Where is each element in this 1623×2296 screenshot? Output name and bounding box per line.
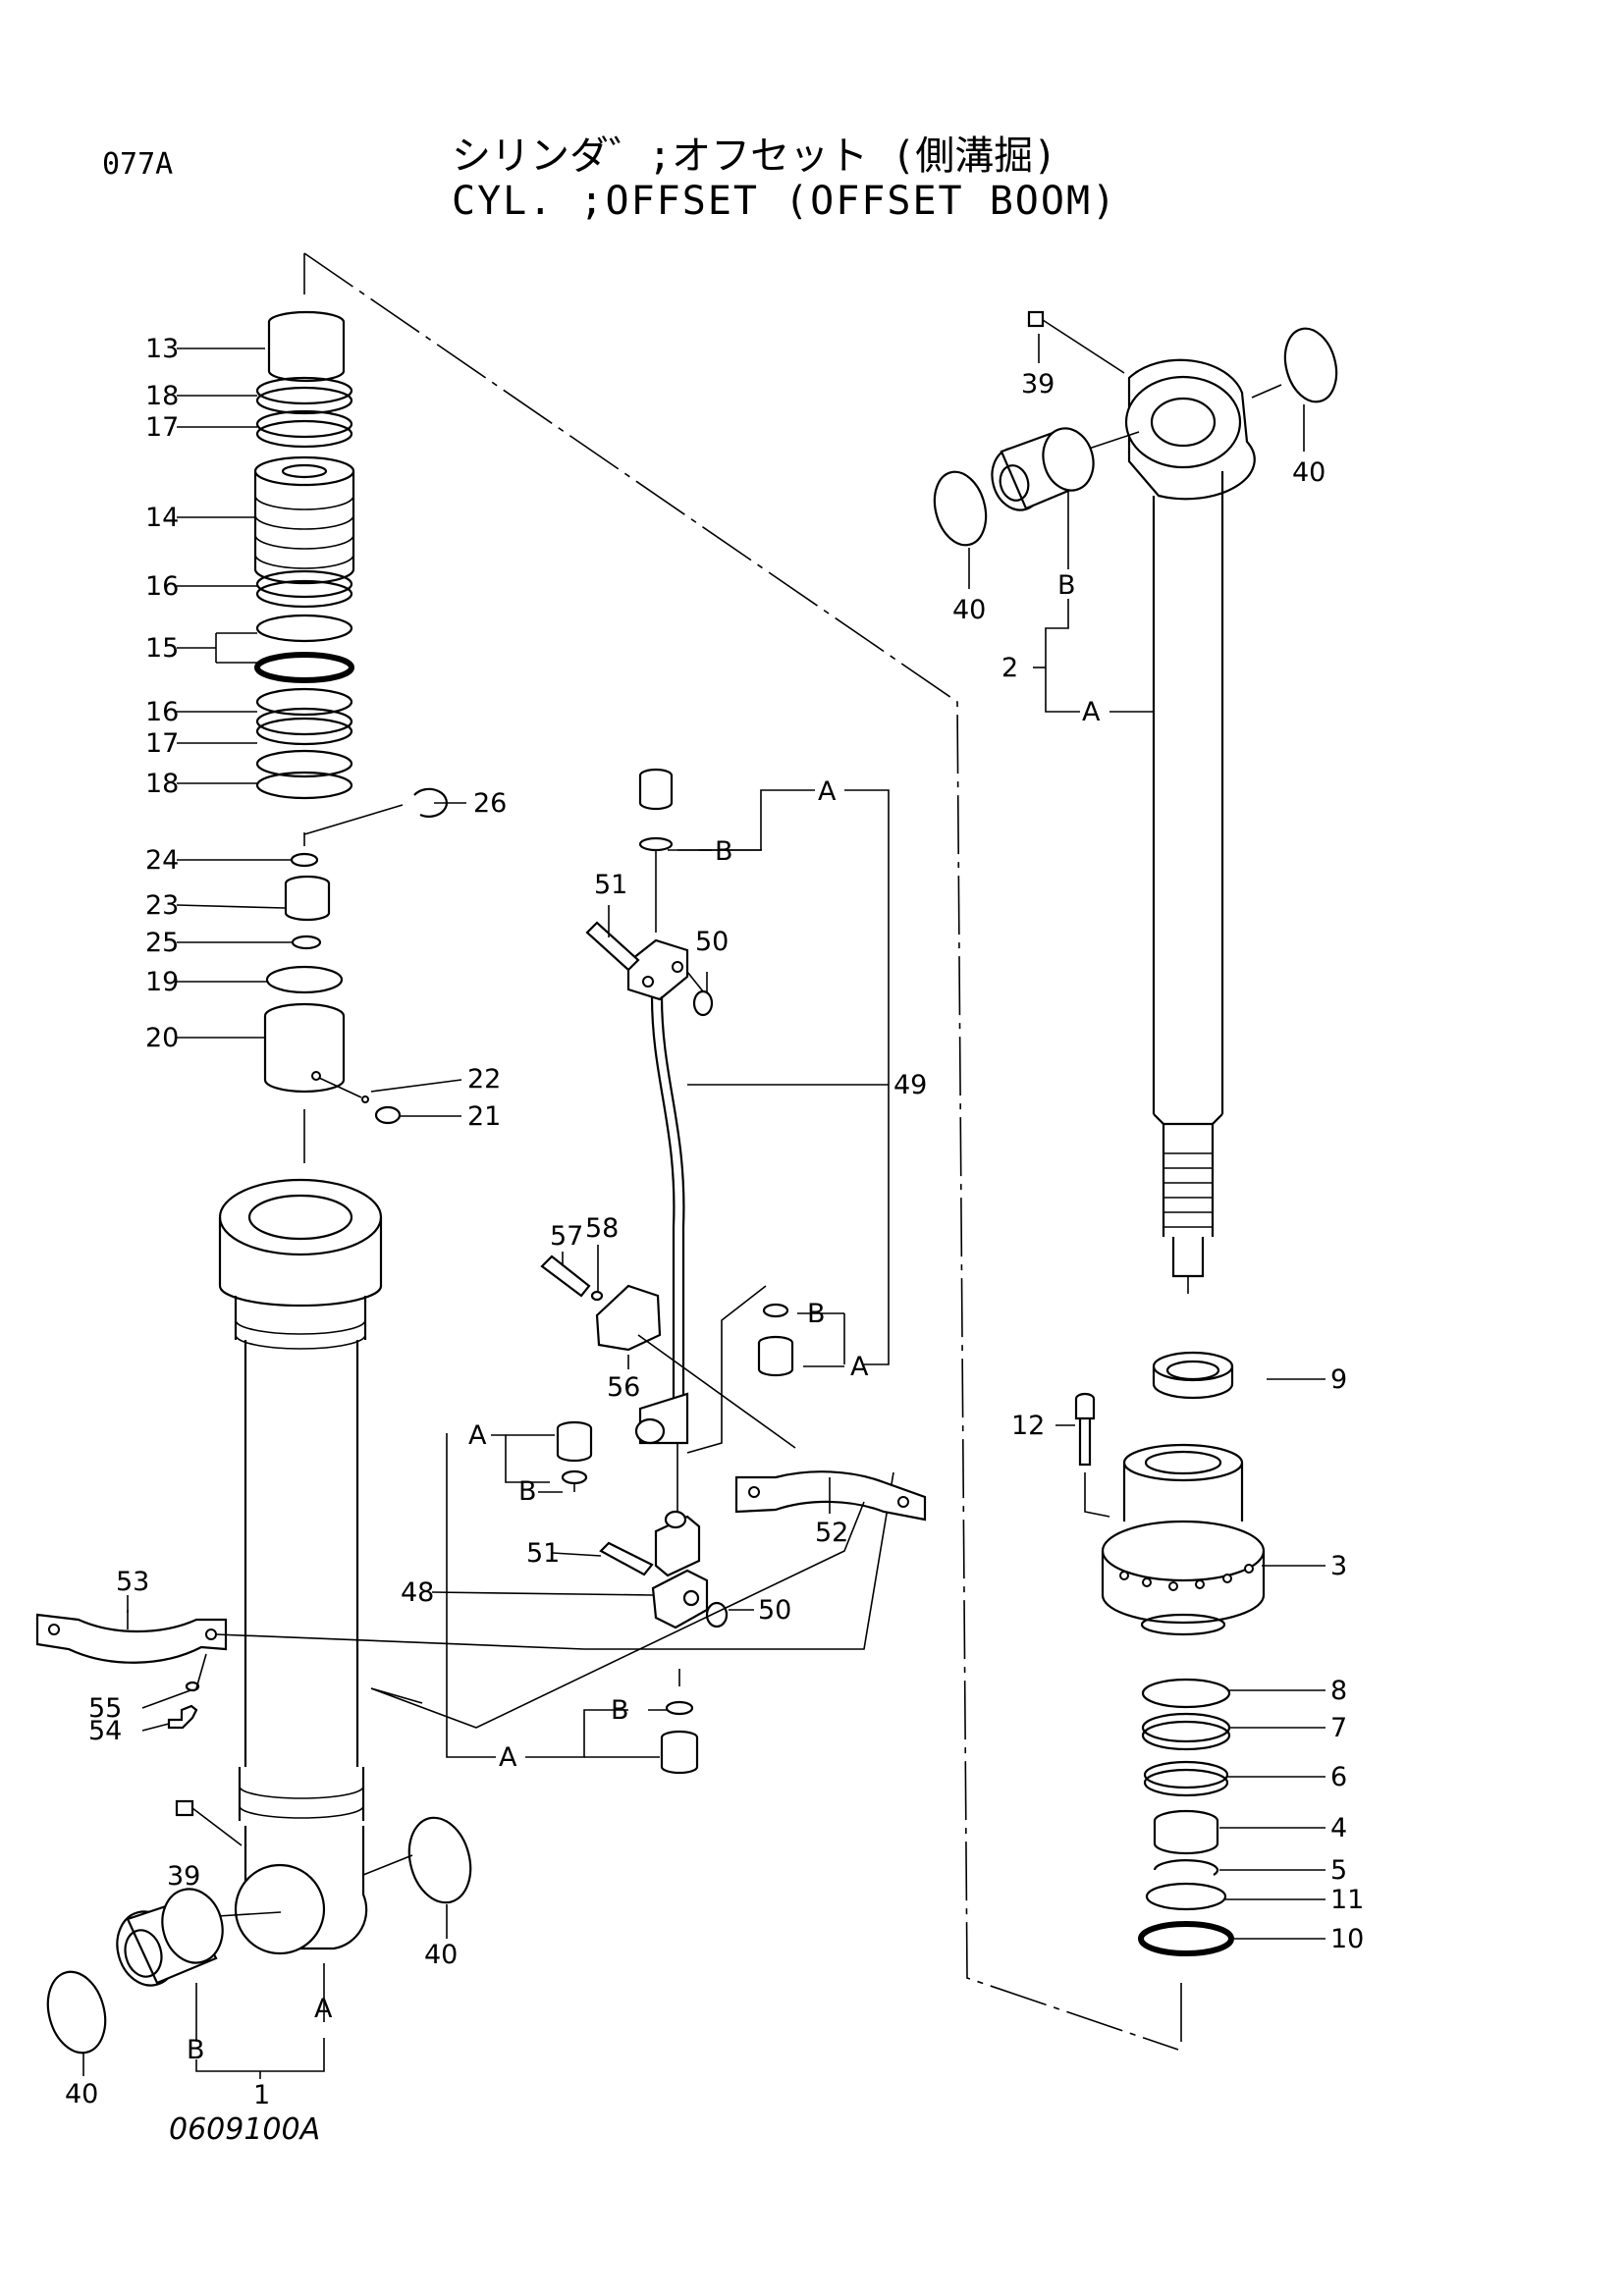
- title-english: CYL. ;OFFSET (OFFSET BOOM): [452, 179, 1118, 224]
- label-a-center-right: A: [850, 1352, 869, 1382]
- bushing-right: [991, 427, 1095, 511]
- callout-9: 9: [1330, 1364, 1347, 1395]
- seal-ring-40-left: [46, 1970, 107, 2055]
- rod-cover: [1101, 1443, 1266, 1636]
- seal-ring-40-top: [1283, 327, 1338, 403]
- title-japanese: シリンダ゛;オフセット (側溝掘): [452, 133, 1057, 179]
- callout-16-top: 16: [145, 571, 179, 602]
- callout-22: 22: [467, 1064, 501, 1095]
- label-a-right: A: [1082, 697, 1101, 727]
- bushing-left: [116, 1888, 224, 1987]
- grease-nipple-right: [1027, 310, 1125, 374]
- callout-49: 49: [893, 1070, 927, 1100]
- callout-5: 5: [1330, 1855, 1347, 1886]
- callout-15: 15: [145, 633, 179, 664]
- grease-nipple-left: [175, 1799, 243, 1846]
- label-b-center-left: B: [518, 1476, 537, 1507]
- callout-50-top: 50: [695, 927, 729, 957]
- callout-17-top: 17: [145, 412, 179, 443]
- callout-39-left: 39: [167, 1861, 200, 1892]
- callout-26: 26: [473, 788, 507, 819]
- callout-50-bottom: 50: [758, 1595, 791, 1626]
- clamp-53: [35, 1610, 228, 1664]
- label-b-center-bottom: B: [611, 1695, 629, 1726]
- callout-40-center: 40: [952, 595, 986, 625]
- callout-23: 23: [145, 890, 179, 921]
- seal-ring-40-mid: [933, 470, 988, 547]
- label-a-left: A: [314, 1994, 333, 2024]
- callout-51-bottom: 51: [526, 1538, 560, 1569]
- callout-56: 56: [607, 1372, 640, 1403]
- callout-1: 1: [253, 2080, 270, 2110]
- label-b-center-top: B: [715, 836, 733, 867]
- callout-40-left: 40: [65, 2079, 98, 2109]
- label-a-center-top: A: [818, 776, 837, 807]
- label-a-center-bottom: A: [499, 1742, 517, 1773]
- callout-labels: 13 18 17 14 16 15 16 17 18 26 24 23 25 1…: [65, 334, 1364, 2110]
- callout-20: 20: [145, 1023, 179, 1053]
- callout-4: 4: [1330, 1813, 1347, 1843]
- callout-10: 10: [1330, 1924, 1364, 1954]
- callout-18-top: 18: [145, 381, 179, 411]
- callout-54: 54: [88, 1716, 122, 1746]
- seal-ring-40-right: [407, 1816, 472, 1904]
- label-a-center-left: A: [468, 1420, 487, 1451]
- callout-12: 12: [1011, 1411, 1045, 1441]
- seal-9: [1152, 1351, 1234, 1382]
- callout-16-bottom: 16: [145, 697, 179, 727]
- page-number: 077A: [102, 147, 174, 182]
- callout-3: 3: [1330, 1551, 1347, 1581]
- pipe-assembly: [370, 768, 927, 1775]
- callout-18-bottom: 18: [145, 769, 179, 799]
- bolt-12: [1074, 1392, 1110, 1518]
- callout-14: 14: [145, 503, 179, 533]
- label-b-center-right: B: [807, 1299, 826, 1329]
- rod-seal-stack: [1138, 1678, 1234, 2042]
- callout-6: 6: [1330, 1762, 1347, 1792]
- cylinder-tube: [217, 1178, 383, 1955]
- callout-55: 55: [88, 1693, 122, 1724]
- callout-52: 52: [815, 1518, 848, 1548]
- callout-40-mid: 40: [424, 1940, 458, 1970]
- label-b-right: B: [1057, 570, 1076, 601]
- bolt-54: [167, 1653, 207, 1730]
- callout-2: 2: [1001, 653, 1018, 683]
- callout-48: 48: [401, 1577, 434, 1608]
- callout-51-top: 51: [594, 870, 627, 900]
- callout-25: 25: [145, 928, 179, 958]
- label-b-left: B: [187, 2035, 205, 2065]
- callout-7: 7: [1330, 1713, 1347, 1743]
- assembly-outline: [303, 252, 1179, 2051]
- drawing-number: 0609100A: [169, 2112, 321, 2147]
- callout-8: 8: [1330, 1676, 1347, 1706]
- callout-40-right: 40: [1292, 457, 1325, 488]
- callout-39-right: 39: [1021, 369, 1055, 400]
- leader-lines: [82, 334, 1325, 2079]
- callout-11: 11: [1330, 1885, 1364, 1915]
- piston-rod: [1079, 358, 1256, 1294]
- piston-stack: [253, 310, 448, 1163]
- callout-58: 58: [585, 1213, 619, 1244]
- callout-21: 21: [467, 1101, 501, 1132]
- callout-53: 53: [116, 1567, 149, 1597]
- callout-57: 57: [550, 1221, 583, 1252]
- callout-24: 24: [145, 845, 179, 876]
- callout-19: 19: [145, 967, 179, 997]
- callout-17-bottom: 17: [145, 728, 179, 759]
- callout-13: 13: [145, 334, 179, 364]
